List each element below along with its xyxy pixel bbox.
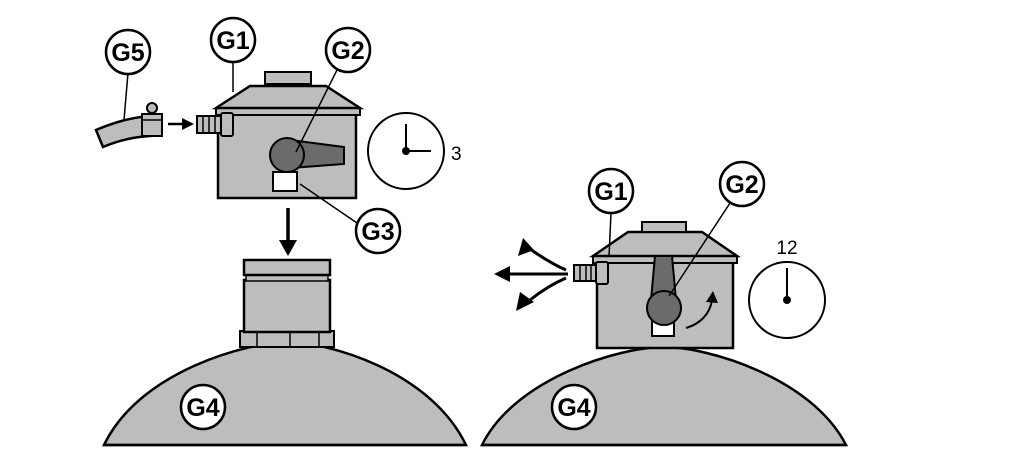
callout-g1-right: G1 (587, 167, 635, 215)
right-scene: 12 G1 G2 G4 (479, 160, 849, 447)
cylinder-valve-left (239, 258, 335, 348)
callout-g1-left: G1 (209, 16, 257, 64)
svg-text:G4: G4 (186, 394, 219, 422)
callout-g4-left: G4 (179, 383, 227, 431)
arrow-right-icon (168, 118, 194, 130)
callout-g2-right: G2 (718, 160, 766, 208)
clock-icon (748, 261, 826, 339)
svg-text:G1: G1 (216, 27, 249, 55)
clock-left-label: 3 (451, 144, 462, 165)
regulator-right (573, 221, 742, 350)
gas-outflow-arrows-icon (494, 238, 568, 311)
hose-left (94, 102, 163, 149)
callout-g4-right: G4 (550, 383, 598, 431)
svg-text:G2: G2 (331, 37, 364, 65)
left-scene: 3 G1 G2 G5 G3 G4 (94, 16, 468, 447)
clock-right-label: 12 (776, 238, 797, 259)
svg-text:G2: G2 (725, 171, 758, 199)
gas-cylinder-right (479, 345, 849, 447)
svg-text:G4: G4 (557, 394, 590, 422)
clock-icon (367, 112, 445, 190)
arrow-down-icon (279, 208, 297, 256)
svg-text:G3: G3 (361, 218, 394, 246)
svg-text:G1: G1 (594, 178, 627, 206)
callout-g2-left: G2 (324, 26, 372, 74)
callout-g3-left: G3 (354, 207, 402, 255)
gas-cylinder-left (102, 340, 468, 447)
regulator-left (196, 71, 365, 200)
svg-text:G5: G5 (111, 39, 144, 67)
rotate-arrow-icon (685, 291, 718, 329)
callout-g5-left: G5 (104, 28, 152, 76)
